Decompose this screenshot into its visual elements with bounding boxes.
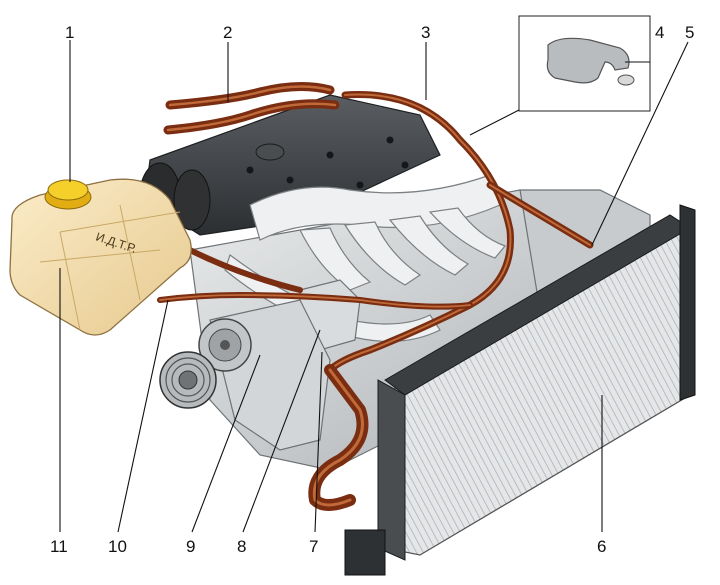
coolant-hoses: [157, 81, 594, 511]
radiator: [344, 204, 696, 576]
callout-4: 4: [655, 23, 664, 42]
crankshaft-pulley: [159, 351, 217, 409]
inset-fitting: [518, 15, 651, 112]
oil-filler-cap: [255, 143, 285, 161]
callout-5: 5: [685, 23, 694, 42]
callout-10: 10: [108, 537, 127, 556]
expansion-tank-body: [9, 178, 192, 336]
callout-3: 3: [421, 23, 430, 42]
coolant-pipe-fitting: [546, 37, 630, 84]
pulleys: [159, 318, 252, 409]
leader-lines: [59, 40, 689, 533]
callout-numbers: 1 2 3 4 5 6 7 8 9 10 11: [50, 23, 694, 556]
expansion-tank-cap: [44, 179, 92, 210]
expansion-tank-return-hose: [187, 247, 303, 293]
callout-11: 11: [50, 537, 68, 556]
expansion-tank: И.Д.Т.Р.: [9, 178, 192, 336]
callout-7: 7: [309, 537, 318, 556]
water-pump-pulley: [198, 318, 252, 372]
radiator-left-tank: [377, 379, 406, 561]
head-bolts: [246, 136, 409, 189]
callout-6: 6: [597, 537, 606, 556]
callout-8: 8: [237, 537, 246, 556]
callout-1: 1: [65, 23, 74, 42]
radiator-right-frame: [679, 204, 696, 401]
callout-2: 2: [223, 23, 232, 42]
callout-9: 9: [186, 537, 195, 556]
radiator-bottom-bracket: [344, 529, 386, 576]
